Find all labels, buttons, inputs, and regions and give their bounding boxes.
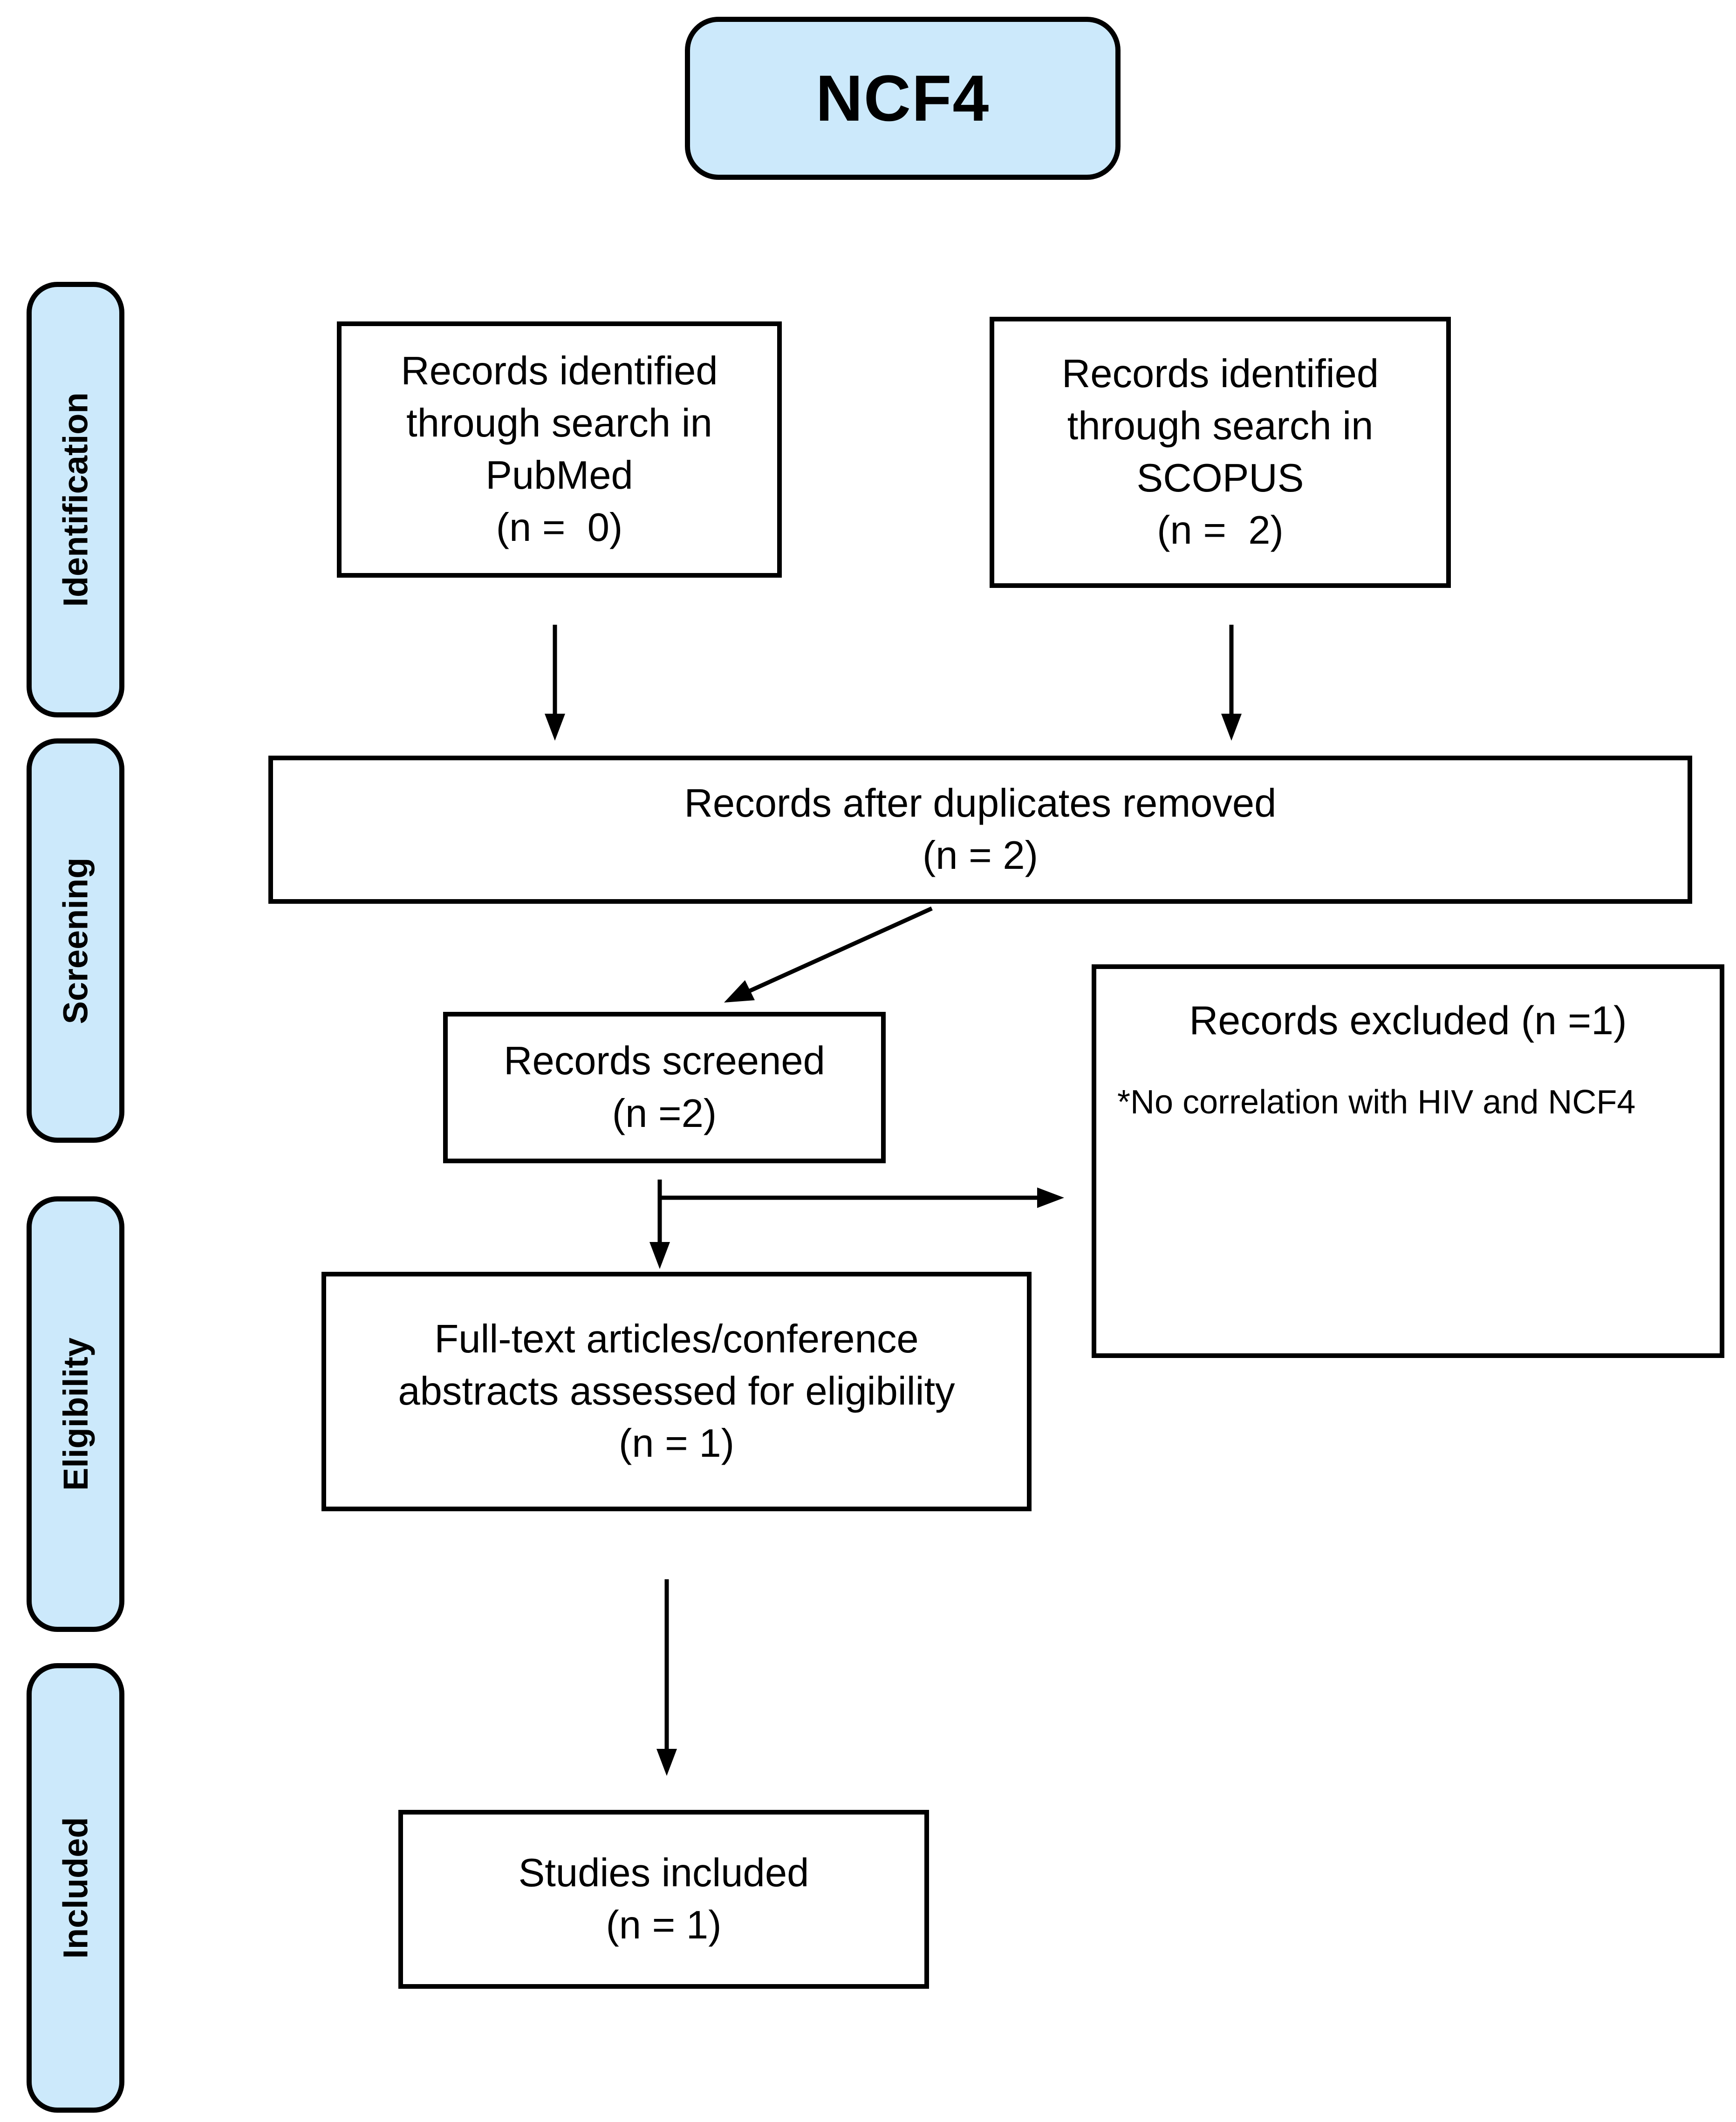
node-records-excluded-title: Records excluded (n =1) xyxy=(1189,998,1627,1043)
arrow-screened-to-fulltext xyxy=(649,1180,670,1269)
title-box: NCF4 xyxy=(685,17,1121,180)
stage-included: Included xyxy=(27,1663,124,2113)
node-duplicates-removed: Records after duplicates removed (n = 2) xyxy=(268,756,1692,904)
stage-included-label: Included xyxy=(56,1817,95,1959)
node-records-excluded: Records excluded (n =1) *No correlation … xyxy=(1092,964,1724,1358)
title-label: NCF4 xyxy=(815,61,990,135)
node-fulltext-assessed-text: Full-text articles/conference abstracts … xyxy=(398,1317,955,1466)
node-fulltext-assessed: Full-text articles/conference abstracts … xyxy=(321,1272,1032,1511)
node-records-pubmed: Records identified through search in Pub… xyxy=(337,321,782,578)
arrow-screened-to-excluded xyxy=(661,1187,1064,1208)
node-records-screened: Records screened (n =2) xyxy=(443,1012,886,1163)
node-records-scopus: Records identified through search in SCO… xyxy=(990,317,1451,588)
arrow-fulltext-to-studies xyxy=(656,1579,677,1776)
stage-identification-label: Identification xyxy=(56,392,95,607)
arrow-duplicates-to-screened xyxy=(724,906,933,1003)
stage-eligibility: Eligibility xyxy=(27,1196,124,1632)
stage-screening: Screening xyxy=(27,738,124,1143)
stage-identification: Identification xyxy=(27,282,124,717)
stage-screening-label: Screening xyxy=(56,857,95,1024)
arrow-pubmed-to-duplicates xyxy=(545,625,565,741)
node-records-scopus-text: Records identified through search in SCO… xyxy=(1061,351,1379,553)
arrow-scopus-to-duplicates xyxy=(1221,625,1242,741)
node-studies-included: Studies included (n = 1) xyxy=(398,1810,929,1989)
node-records-pubmed-text: Records identified through search in Pub… xyxy=(401,348,718,550)
node-records-screened-text: Records screened (n =2) xyxy=(504,1039,825,1136)
node-studies-included-text: Studies included (n = 1) xyxy=(518,1850,809,1947)
node-records-excluded-note: *No correlation with HIV and NCF4 xyxy=(1117,1083,1636,1121)
stage-eligibility-label: Eligibility xyxy=(56,1337,95,1491)
node-duplicates-removed-text: Records after duplicates removed (n = 2) xyxy=(684,781,1277,878)
